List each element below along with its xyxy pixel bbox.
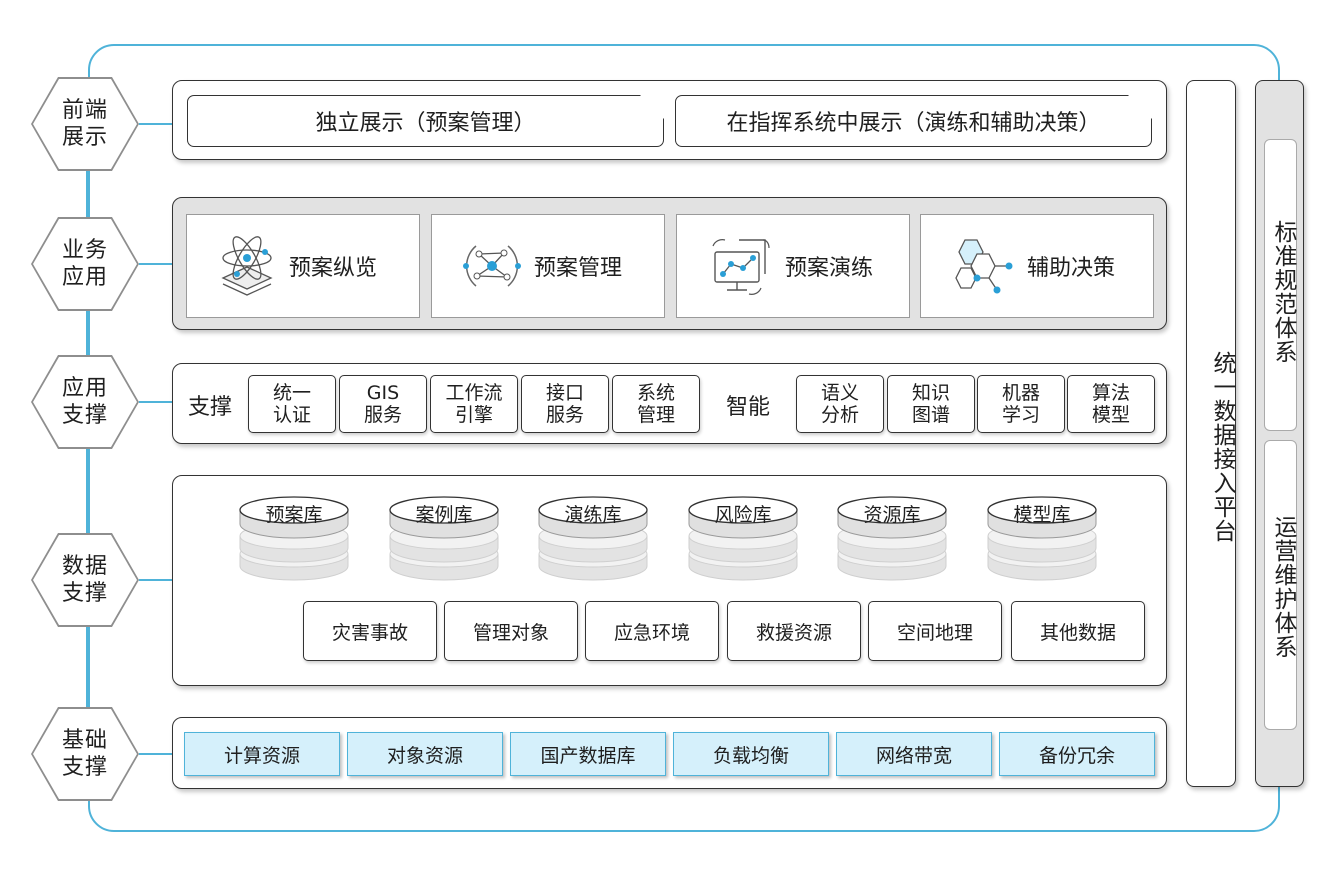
smart-algorithm-model[interactable]: 算法 模型: [1067, 375, 1155, 433]
database-icon: [239, 496, 349, 581]
hexagon-nodes-icon: [955, 239, 1013, 294]
frontend-panel: 独立展示（预案管理） 在指挥系统中展示（演练和辅助决策）: [172, 80, 1167, 160]
support-interface-service[interactable]: 接口 服务: [521, 375, 609, 433]
data-category-disaster[interactable]: 灾害事故: [303, 601, 437, 661]
support-workflow-engine[interactable]: 工作流 引擎: [430, 375, 518, 433]
data-category-other[interactable]: 其他数据: [1011, 601, 1145, 661]
operations-system[interactable]: 运营维护体系: [1264, 440, 1297, 730]
data-support-panel: 预案库 案例库 演练库 风险: [172, 475, 1167, 686]
connector-base-support: [139, 753, 172, 755]
base-support-panel: 计算资源 对象资源 国产数据库 负载均衡 网络带宽 备份冗余: [172, 717, 1167, 789]
network-icon: [463, 245, 521, 287]
card-plan-drill[interactable]: 预案演练: [676, 214, 910, 318]
database-icon: [837, 496, 947, 581]
business-panel: 预案纵览 预案管理: [172, 197, 1167, 330]
monitor-flow-icon: [712, 239, 770, 295]
base-domestic-database[interactable]: 国产数据库: [510, 732, 666, 776]
database-icon: [688, 496, 798, 581]
base-backup-redundancy[interactable]: 备份冗余: [999, 732, 1155, 776]
data-category-rescue-resources[interactable]: 救援资源: [727, 601, 861, 661]
layer-label-base-support: 基础 支撑: [31, 707, 139, 801]
database-case[interactable]: 案例库: [388, 496, 500, 582]
atom-layers-icon: [221, 236, 273, 296]
connector-frontend: [139, 123, 172, 125]
card-decision-support[interactable]: 辅助决策: [920, 214, 1154, 318]
database-model[interactable]: 模型库: [986, 496, 1098, 582]
standards-system[interactable]: 标准规范体系: [1264, 139, 1297, 431]
connector-app-support: [139, 401, 172, 403]
connector-data-support: [139, 579, 172, 581]
database-risk[interactable]: 风险库: [687, 496, 799, 582]
database-plan[interactable]: 预案库: [238, 496, 350, 582]
smart-machine-learning[interactable]: 机器 学习: [977, 375, 1065, 433]
data-category-managed-objects[interactable]: 管理对象: [444, 601, 578, 661]
support-system-management[interactable]: 系统 管理: [612, 375, 700, 433]
data-category-emergency-environment[interactable]: 应急环境: [585, 601, 719, 661]
frontend-tab-standalone[interactable]: 独立展示（预案管理）: [187, 95, 664, 147]
base-network-bandwidth[interactable]: 网络带宽: [836, 732, 992, 776]
card-plan-management[interactable]: 预案管理: [431, 214, 665, 318]
database-icon: [389, 496, 499, 581]
group-label-support: 支撑: [188, 395, 233, 420]
base-compute-resources[interactable]: 计算资源: [184, 732, 340, 776]
unified-data-access-platform[interactable]: 统一数据接入平台: [1186, 80, 1236, 787]
group-label-smart: 智能: [726, 395, 771, 420]
frontend-tab-command-system[interactable]: 在指挥系统中展示（演练和辅助决策）: [675, 95, 1152, 147]
base-load-balancing[interactable]: 负载均衡: [673, 732, 829, 776]
database-icon: [538, 496, 648, 581]
smart-semantic-analysis[interactable]: 语义 分析: [796, 375, 884, 433]
app-support-panel: 支撑 统一 认证 GIS 服务 工作流 引擎 接口 服务 系统 管理 智能 语义…: [172, 363, 1167, 444]
data-category-spatial-geography[interactable]: 空间地理: [868, 601, 1002, 661]
support-gis-service[interactable]: GIS 服务: [339, 375, 427, 433]
database-resource[interactable]: 资源库: [836, 496, 948, 582]
card-plan-overview[interactable]: 预案纵览: [186, 214, 420, 318]
connector-business: [139, 263, 172, 265]
database-icon: [987, 496, 1097, 581]
smart-knowledge-graph[interactable]: 知识 图谱: [887, 375, 975, 433]
base-object-resources[interactable]: 对象资源: [347, 732, 503, 776]
layer-label-data-support: 数据 支撑: [31, 533, 139, 627]
database-drill[interactable]: 演练库: [537, 496, 649, 582]
support-unified-auth[interactable]: 统一 认证: [248, 375, 336, 433]
standards-operations-panel: 标准规范体系 运营维护体系: [1255, 80, 1304, 787]
